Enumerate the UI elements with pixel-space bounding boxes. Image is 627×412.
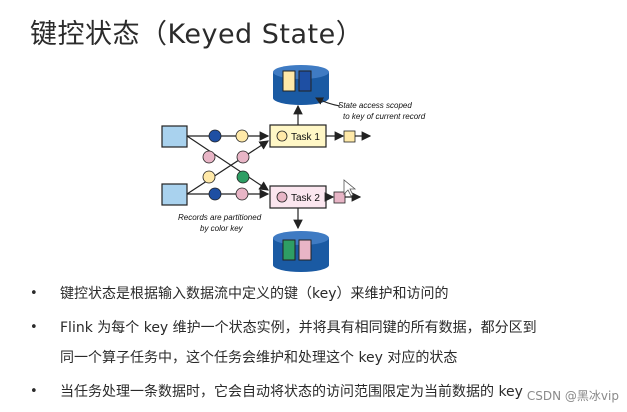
annotation-state-line2: to key of current record — [343, 112, 426, 121]
slide-title: 键控状态（Keyed State） — [30, 19, 364, 50]
annotation-partition-line2: by color key — [200, 224, 244, 233]
annotation-partition-line1: Records are partitioned — [178, 213, 262, 222]
record-yellow — [202, 170, 216, 184]
svg-text:Task 1: Task 1 — [291, 132, 320, 143]
state-store-bottom — [273, 231, 329, 272]
record-pink — [202, 150, 216, 164]
record-yellow — [235, 129, 249, 143]
bullet-dot-icon: • — [30, 320, 38, 335]
task-2-box: Task 2 — [269, 185, 327, 209]
output-record-task1 — [343, 130, 356, 143]
record-pink — [236, 150, 250, 164]
svg-text:Task 2: Task 2 — [291, 193, 320, 204]
source-box-top — [161, 125, 188, 148]
annotation-state-line1: State access scoped — [338, 101, 412, 110]
record-blue — [208, 129, 222, 143]
bullet-dot-icon: • — [30, 384, 38, 399]
state-store-top — [273, 65, 329, 105]
keyed-state-diagram: Task 1 Task 2 State access scoped to key… — [161, 65, 426, 272]
record-green — [236, 170, 250, 184]
source-box-bottom — [161, 183, 188, 206]
watermark: CSDN @黑冰vip — [526, 389, 619, 403]
bullet-dot-icon: • — [30, 286, 38, 301]
output-record-task2 — [333, 191, 346, 204]
mouse-cursor-icon — [343, 179, 357, 197]
record-pink — [235, 187, 249, 201]
record-blue — [208, 187, 222, 201]
task-1-box: Task 1 — [269, 124, 327, 148]
